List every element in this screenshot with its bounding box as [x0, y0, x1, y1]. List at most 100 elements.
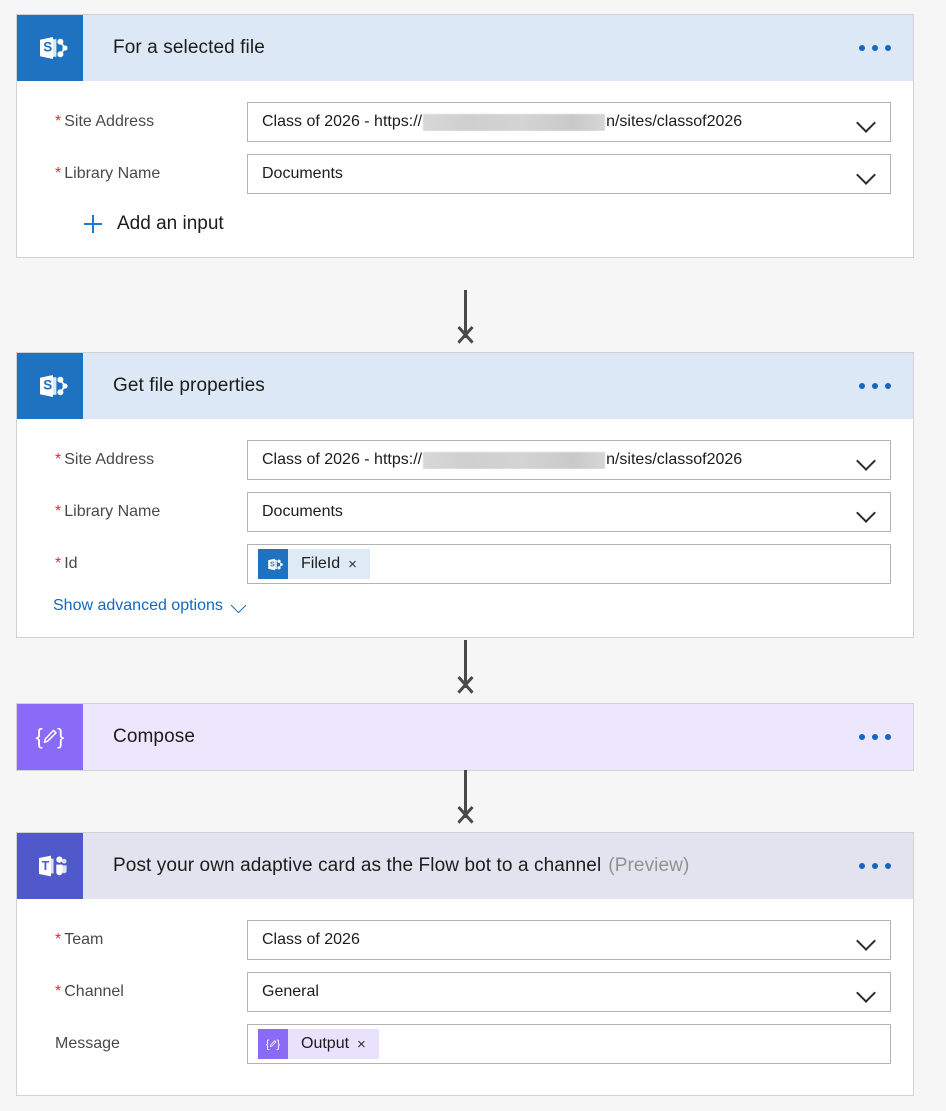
field-value: General — [262, 983, 319, 1000]
svg-text:S: S — [43, 378, 52, 393]
field-label: * Id — [39, 555, 247, 573]
field-label: * Library Name — [39, 165, 247, 183]
plus-icon — [83, 214, 103, 234]
card-title: For a selected file — [83, 15, 837, 81]
show-advanced-options-label: Show advanced options — [53, 597, 223, 614]
flow-connector-arrow — [449, 640, 483, 702]
chevron-down-icon[interactable] — [856, 163, 878, 185]
chevron-down-icon[interactable] — [856, 449, 878, 471]
menu-dot — [872, 383, 878, 389]
menu-dot — [859, 734, 865, 740]
card-header[interactable]: S For a selected file — [17, 15, 913, 81]
svg-text:{: { — [266, 1039, 270, 1051]
token-remove-icon[interactable]: × — [357, 1035, 366, 1053]
compose-icon: { } — [258, 1029, 288, 1059]
menu-dot — [872, 45, 878, 51]
field-label: * Site Address — [39, 451, 247, 469]
teams-icon: T — [17, 833, 83, 899]
card-title-text: Post your own adaptive card as the Flow … — [113, 855, 602, 876]
flow-card-post-adaptive-card[interactable]: T Post your own adaptive card as the Flo… — [16, 832, 914, 1096]
field-site-address: * Site Address Class of 2026 - https:// n… — [39, 437, 891, 483]
field-value: Documents — [262, 503, 343, 520]
field-message: Message { } Output × — [39, 1021, 891, 1067]
field-value-prefix: Class of 2026 - https:// — [262, 113, 423, 130]
channel-dropdown[interactable]: General — [247, 972, 891, 1012]
field-label: * Library Name — [39, 503, 247, 521]
token-label: FileId — [301, 555, 341, 572]
preview-badge: (Preview) — [608, 855, 690, 876]
token-remove-icon[interactable]: × — [348, 555, 357, 573]
card-header[interactable]: T Post your own adaptive card as the Flo… — [17, 833, 913, 899]
redacted-text — [423, 451, 606, 469]
field-label: * Team — [39, 931, 247, 949]
svg-text:}: } — [57, 724, 64, 749]
field-value: Class of 2026 - https:// n/sites/classof2… — [262, 451, 856, 469]
card-menu-button[interactable] — [837, 704, 913, 770]
menu-dot — [872, 734, 878, 740]
field-label-text: Site Address — [64, 113, 155, 130]
svg-text:{: { — [36, 724, 43, 749]
card-title: Compose — [83, 704, 837, 770]
compose-icon: { } — [17, 704, 83, 770]
library-name-dropdown[interactable]: Documents — [247, 492, 891, 532]
team-dropdown[interactable]: Class of 2026 — [247, 920, 891, 960]
required-marker: * — [55, 113, 62, 130]
dynamic-content-token-fileid[interactable]: S FileId × — [258, 549, 370, 579]
sharepoint-icon: S — [17, 15, 83, 81]
sharepoint-icon: S — [258, 549, 288, 579]
card-title-text: Get file properties — [113, 375, 265, 396]
chevron-down-icon[interactable] — [856, 981, 878, 1003]
field-label: * Site Address — [39, 113, 247, 131]
field-team: * Team Class of 2026 — [39, 917, 891, 963]
id-input[interactable]: S FileId × — [247, 544, 891, 584]
field-library-name: * Library Name Documents — [39, 151, 891, 197]
field-value-suffix: n/sites/classof2026 — [606, 451, 743, 468]
flow-card-compose[interactable]: { } Compose — [16, 703, 914, 771]
field-value-prefix: Class of 2026 - https:// — [262, 451, 423, 468]
menu-dot — [885, 383, 891, 389]
svg-text:S: S — [269, 560, 274, 568]
required-marker: * — [55, 555, 62, 572]
card-header[interactable]: S Get file properties — [17, 353, 913, 419]
required-marker: * — [55, 931, 62, 948]
card-body: * Site Address Class of 2026 - https:// n… — [17, 419, 913, 637]
field-label-text: Channel — [64, 983, 124, 1000]
add-an-input-button[interactable]: Add an input — [39, 213, 891, 235]
field-label-text: Site Address — [64, 451, 155, 468]
sharepoint-icon: S — [17, 353, 83, 419]
chevron-down-icon[interactable] — [856, 501, 878, 523]
card-title-text: Compose — [113, 726, 196, 747]
card-menu-button[interactable] — [837, 353, 913, 419]
message-input[interactable]: { } Output × — [247, 1024, 891, 1064]
token-label: Output — [301, 1035, 350, 1052]
chevron-down-icon — [231, 597, 249, 615]
field-label: * Channel — [39, 983, 247, 1001]
library-name-dropdown[interactable]: Documents — [247, 154, 891, 194]
site-address-dropdown[interactable]: Class of 2026 - https:// n/sites/classof2… — [247, 440, 891, 480]
required-marker: * — [55, 451, 62, 468]
flow-connector-arrow — [449, 290, 483, 352]
flow-card-get-file-properties[interactable]: S Get file properties * Site — [16, 352, 914, 638]
card-header[interactable]: { } Compose — [17, 704, 913, 770]
menu-dot — [859, 45, 865, 51]
card-menu-button[interactable] — [837, 15, 913, 81]
menu-dot — [872, 863, 878, 869]
field-value: Documents — [262, 165, 343, 182]
chevron-down-icon[interactable] — [856, 111, 878, 133]
field-site-address: * Site Address Class of 2026 - https:// n… — [39, 99, 891, 145]
site-address-dropdown[interactable]: Class of 2026 - https:// n/sites/classof2… — [247, 102, 891, 142]
show-advanced-options-button[interactable]: Show advanced options — [39, 597, 249, 615]
chevron-down-icon[interactable] — [856, 929, 878, 951]
field-value-suffix: n/sites/classof2026 — [606, 113, 743, 130]
flow-connector-arrow — [449, 770, 483, 832]
required-marker: * — [55, 983, 62, 1000]
card-menu-button[interactable] — [837, 833, 913, 899]
dynamic-content-token-output[interactable]: { } Output × — [258, 1029, 379, 1059]
menu-dot — [885, 863, 891, 869]
card-body: * Team Class of 2026 * Channel General — [17, 899, 913, 1095]
svg-text:T: T — [42, 859, 50, 873]
svg-text:S: S — [43, 40, 52, 55]
flow-card-for-a-selected-file[interactable]: S For a selected file * Site — [16, 14, 914, 258]
menu-dot — [885, 45, 891, 51]
